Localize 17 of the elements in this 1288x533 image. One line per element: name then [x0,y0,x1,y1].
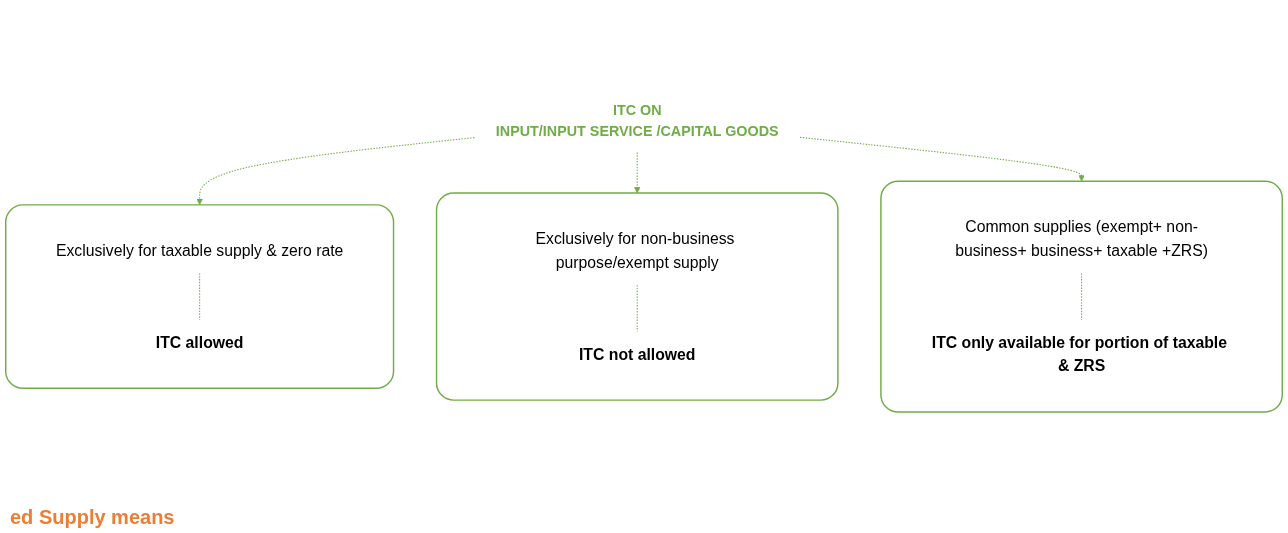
node-text: ITC ON INPUT/INPUT SERVICE /CAPITAL GOODS [495,101,779,139]
cluster [880,180,1283,413]
cluster [435,192,839,401]
cluster [5,204,395,390]
node-text: Common supplies (exempt+ non-business+ business+ taxable +ZRS) [955,218,1209,260]
arrow [634,152,641,194]
arrow [799,136,1085,182]
node-text: ITC only available for portion of taxable & ZRS [931,333,1228,376]
arrow [196,137,475,206]
note-text: ed Supply means [10,506,175,529]
node-text: Exclusively for taxable supply & zero rate [55,241,344,260]
node-text: ITC not allowed [578,345,696,364]
connector [199,272,201,321]
node-text: ITC allowed [155,333,244,352]
node-text: Exclusively for non-business purpose/exempt supply [535,229,735,272]
connector [1081,272,1083,321]
connector [636,284,638,333]
